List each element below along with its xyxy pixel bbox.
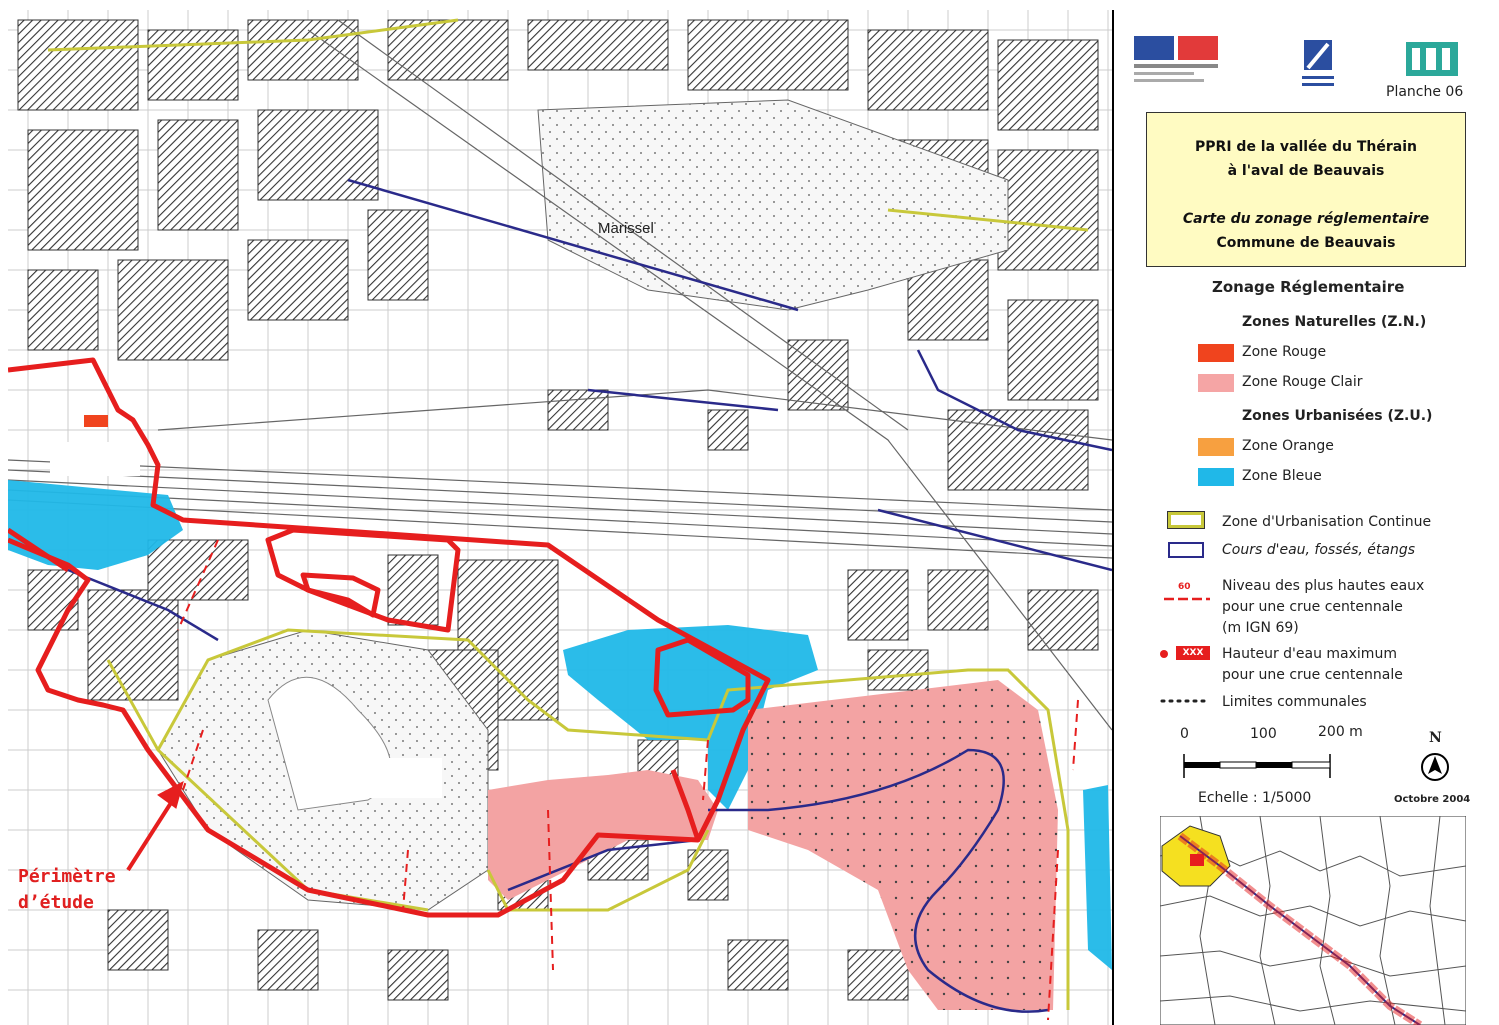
legend-zone-rouge-clair: Zone Rouge Clair [1242, 374, 1363, 390]
niveau-line3: (m IGN 69) [1222, 620, 1299, 636]
swatch-limites [1160, 699, 1210, 703]
legend-urbanisation: Zone d'Urbanisation Continue [1222, 514, 1432, 530]
study-label-line2: d’étude [18, 892, 94, 913]
hauteur-dot-icon [1160, 650, 1168, 658]
study-label-line1: Périmètre [18, 866, 116, 887]
planche-label: Planche 06 [1386, 84, 1464, 100]
swatch-zone-rouge [1198, 344, 1234, 362]
title-box: PPRI de la vallée du Thérain à l'aval de… [1146, 112, 1466, 267]
legend-zone-orange: Zone Orange [1242, 438, 1334, 454]
building-blocks [17, 19, 1099, 1001]
study-perimeter-label: Périmètre d’étude [18, 864, 116, 916]
legend-limites: Limites communales [1222, 694, 1367, 710]
isl-logo [1406, 42, 1458, 76]
zonage-heading: Zonage Réglementaire [1212, 278, 1405, 296]
flood-level-lines [177, 539, 1079, 1021]
scale-200: 200 m [1318, 724, 1363, 740]
republique-logo [1134, 36, 1218, 82]
title-line1: PPRI de la vallée du Thérain [1195, 139, 1417, 155]
hauteur-line1: Hauteur d'eau maximum [1222, 646, 1397, 662]
hauteur-code: XXX [1176, 646, 1210, 660]
echelle-label: Echelle : 1/5000 [1198, 790, 1312, 806]
swatch-niveau [1164, 597, 1210, 601]
locator-map [1160, 816, 1466, 1025]
zoning-map: Marissel [8, 10, 1112, 1025]
north-arrow-icon [1421, 753, 1449, 781]
niveau-value: 60 [1178, 582, 1191, 592]
legend-cours-eau: Cours d'eau, fossés, étangs [1222, 542, 1416, 558]
zu-heading: Zones Urbanisées (Z.U.) [1242, 408, 1433, 424]
niveau-line2: pour une crue centennale [1222, 599, 1403, 615]
masked-label-south [328, 758, 442, 798]
niveau-line1: Niveau des plus hautes eaux [1222, 578, 1425, 594]
hauteur-line2: pour une crue centennale [1222, 667, 1403, 683]
swatch-cours-eau [1168, 542, 1204, 558]
scale-100: 100 [1250, 726, 1277, 742]
legend-zone-rouge: Zone Rouge [1242, 344, 1327, 360]
railway [8, 19, 1112, 731]
north-label: N [1429, 730, 1442, 746]
ministry-logo [1302, 40, 1334, 86]
scale-bar [1183, 754, 1331, 778]
title-line2: à l'aval de Beauvais [1227, 163, 1385, 179]
date-label: Octobre 2004 [1394, 794, 1471, 805]
swatch-zone-rouge-clair [1198, 374, 1234, 392]
legend-zone-bleue: Zone Bleue [1242, 468, 1322, 484]
perimeter-arrow-icon [126, 781, 184, 872]
watercourses [67, 178, 1112, 1013]
subtitle-line1: Carte du zonage réglementaire [1182, 211, 1430, 227]
zn-heading: Zones Naturelles (Z.N.) [1242, 314, 1427, 330]
swatch-zone-orange [1198, 438, 1234, 456]
scale-0: 0 [1180, 726, 1189, 742]
subtitle-line2: Commune de Beauvais [1216, 235, 1396, 251]
place-label-marissel: Marissel [598, 220, 654, 237]
study-perimeter [8, 357, 771, 918]
zone-rouge-patch [84, 415, 108, 427]
swatch-zone-bleue [1198, 468, 1234, 486]
legend-panel: Planche 06 PPRI de la vallée du Thérain … [1112, 10, 1491, 1025]
swatch-urbanisation [1167, 511, 1205, 529]
masked-label-west [50, 442, 140, 476]
park-marissel [537, 99, 1009, 311]
